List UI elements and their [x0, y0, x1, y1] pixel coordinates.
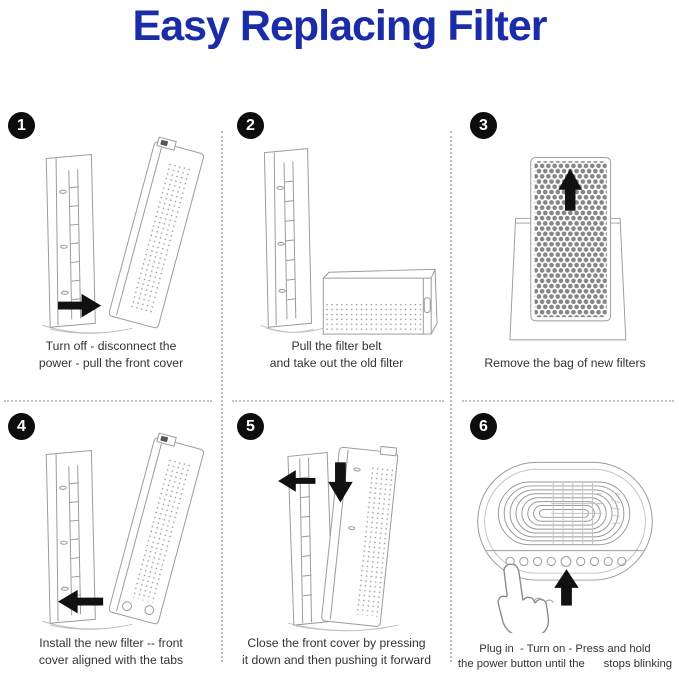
page-title: Easy Replacing Filter [132, 2, 548, 50]
step-1-illustration [0, 130, 222, 338]
step-5-number-badge: 5 [237, 413, 264, 440]
purifier-open-cover-drawing [42, 136, 204, 334]
step-2-number-badge: 2 [237, 112, 264, 139]
horizontal-divider [462, 400, 674, 402]
step-2-illustration [222, 130, 451, 338]
arrow-up-icon [558, 168, 583, 211]
step-1-caption: Turn off - disconnect the power - pull t… [38, 339, 184, 371]
purifier-close-cover-drawing [277, 446, 398, 632]
step-5-illustration [222, 425, 451, 635]
purifier-top-view-drawing [476, 462, 653, 634]
purifier-install-cover-drawing [42, 432, 204, 630]
horizontal-divider [4, 400, 212, 402]
step-2-panel: 2 Pull the filter belt and take out the … [222, 100, 451, 400]
arrow-left-icon [58, 590, 104, 614]
step-3-illustration [451, 130, 679, 355]
filter-in-bag-drawing [509, 156, 627, 340]
horizontal-divider [232, 400, 444, 402]
arrow-down-icon [327, 462, 353, 503]
step-6-panel: 6 [451, 401, 679, 677]
step-4-caption: Install the new filter -- front cover al… [38, 636, 184, 668]
arrow-left-icon [277, 470, 315, 492]
step-5-caption: Close the front cover by pressing it dow… [241, 636, 432, 668]
arrow-up-icon [553, 569, 579, 606]
vertical-divider [450, 131, 452, 662]
purifier-and-filter-drawing [259, 148, 438, 335]
step-6-caption: Plug in - Turn on - Press and hold the p… [457, 642, 673, 671]
step-2-caption: Pull the filter belt and take out the ol… [269, 339, 404, 371]
arrow-right-icon [58, 294, 102, 318]
step-4-panel: 4 Ins [0, 401, 222, 677]
hand-icon [497, 563, 554, 634]
step-1-panel: 1 Turn off - disconnect the [0, 100, 222, 400]
step-1-number-badge: 1 [8, 112, 35, 139]
vertical-divider [221, 131, 223, 662]
step-3-number-badge: 3 [470, 112, 497, 139]
step-4-illustration [0, 425, 222, 635]
step-4-number-badge: 4 [8, 413, 35, 440]
step-3-panel: 3 Remove the bag of new filters [451, 100, 679, 400]
step-3-caption: Remove the bag of new filters [484, 356, 646, 371]
step-6-illustration [451, 425, 679, 642]
step-5-panel: 5 Close the [222, 401, 451, 677]
step-6-number-badge: 6 [470, 413, 497, 440]
